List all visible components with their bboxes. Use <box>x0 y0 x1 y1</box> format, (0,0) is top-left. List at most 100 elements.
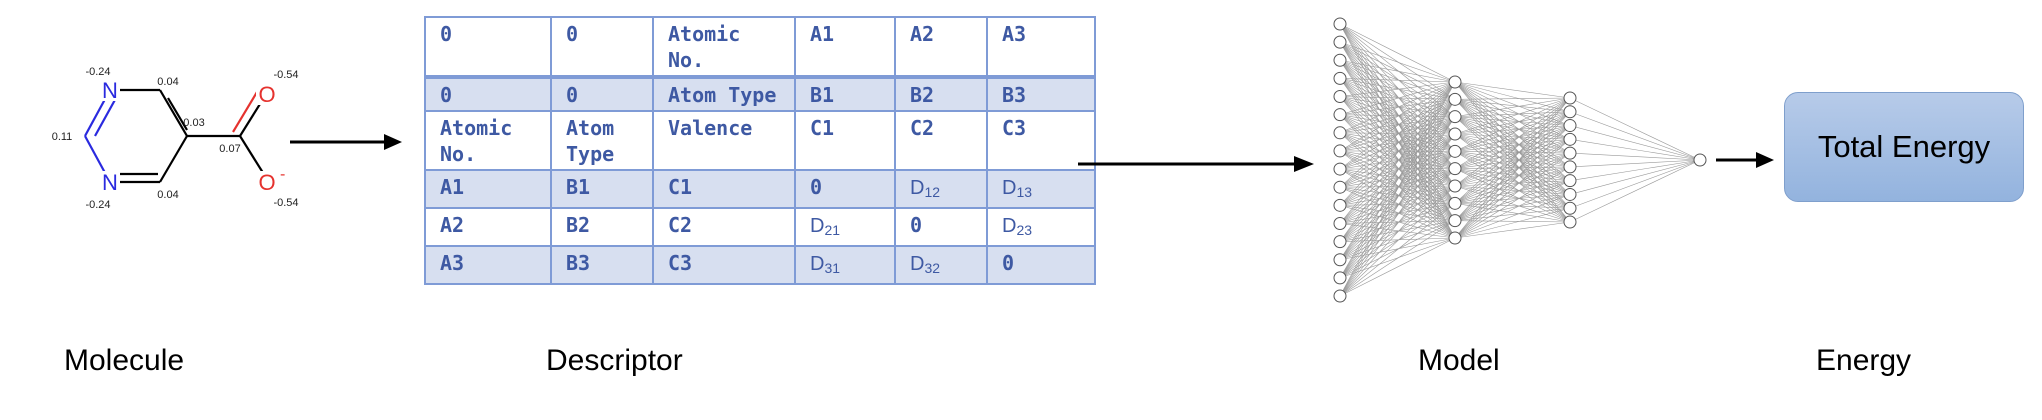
network-edge <box>1339 78 1456 187</box>
charge-c-right: 0.03 <box>183 117 204 129</box>
network-edge <box>1454 166 1571 204</box>
descriptor-cell: A3 <box>424 245 552 285</box>
network-edge <box>1339 114 1456 169</box>
descriptor-cell: C1 <box>794 110 896 171</box>
network-edge <box>1454 125 1571 204</box>
network-edge <box>1454 97 1571 135</box>
network-edge <box>1454 152 1571 221</box>
network-edge <box>1339 132 1456 187</box>
network-node-layer-1 <box>1333 162 1347 176</box>
network-edge <box>1339 150 1456 204</box>
network-edge <box>1339 81 1456 152</box>
network-edge <box>1339 168 1456 297</box>
network-node-layer-2 <box>1448 75 1462 89</box>
network-edge <box>1339 116 1456 297</box>
descriptor-cell: Atom Type <box>652 76 796 112</box>
descriptor-cell: B3 <box>986 76 1096 112</box>
network-node-layer-3 <box>1563 160 1577 174</box>
network-edge <box>1339 99 1456 115</box>
network-node-layer-2 <box>1448 144 1462 158</box>
network-edge <box>1569 159 1701 195</box>
network-edge <box>1339 185 1456 297</box>
network-edge <box>1339 220 1456 279</box>
network-edge <box>1454 180 1571 221</box>
network-edge <box>1339 133 1456 152</box>
charge-n-bottom: -0.24 <box>85 199 110 211</box>
network-edge <box>1454 166 1571 187</box>
network-edge <box>1339 99 1456 134</box>
network-node-layer-3 <box>1563 132 1577 146</box>
network-edge <box>1339 96 1456 169</box>
arrow-molecule-to-descriptor <box>290 134 402 150</box>
bond-n-left-double <box>94 97 117 137</box>
descriptor-cell: 0 <box>986 245 1096 285</box>
network-edge <box>1339 132 1456 239</box>
network-edge <box>1339 96 1456 100</box>
network-edge <box>1339 78 1456 204</box>
descriptor-cell: B2 <box>550 207 654 247</box>
network-edge <box>1569 159 1701 209</box>
network-edge <box>1454 185 1571 209</box>
descriptor-cell: Atom Type <box>550 110 654 171</box>
network-node-layer-1 <box>1333 216 1347 230</box>
network-edge <box>1454 180 1571 204</box>
descriptor-cell: D12 <box>894 169 988 209</box>
descriptor-cell: C1 <box>652 169 796 209</box>
network-edge <box>1454 125 1571 239</box>
descriptor-cell: A2 <box>424 207 552 247</box>
descriptor-cell: B1 <box>550 169 654 209</box>
network-edge <box>1339 220 1456 242</box>
descriptor-cell: A1 <box>794 16 896 79</box>
bond-ring <box>159 89 188 137</box>
network-edge <box>1339 186 1456 239</box>
network-edge <box>1339 168 1456 204</box>
network-edge <box>1339 60 1456 152</box>
descriptor-cell: D32 <box>894 245 988 285</box>
network-edge <box>1339 81 1456 242</box>
network-edge <box>1454 180 1571 187</box>
network-edge <box>1454 152 1571 239</box>
atom-n-bottom: N <box>102 170 118 195</box>
network-edge <box>1339 96 1456 221</box>
charge-n-top: -0.24 <box>85 66 110 78</box>
stage-label-molecule: Molecule <box>64 344 185 377</box>
network-edge <box>1454 111 1571 204</box>
network-edge <box>1339 168 1456 188</box>
network-edge <box>1569 139 1701 161</box>
network-node-layer-2 <box>1448 196 1462 210</box>
network-edge <box>1454 194 1571 204</box>
network-edge <box>1339 220 1456 224</box>
network-edge <box>1454 125 1571 187</box>
network-edge <box>1339 114 1456 135</box>
network-edge <box>1454 221 1571 239</box>
network-edge <box>1339 116 1456 170</box>
bond-co-double-2 <box>232 91 258 133</box>
network-edge <box>1339 23 1456 100</box>
network-edge <box>1339 114 1456 239</box>
network-edge <box>1454 166 1571 239</box>
network-edge <box>1339 23 1456 135</box>
network-edge <box>1339 237 1456 261</box>
network-edge <box>1339 203 1456 224</box>
descriptor-cell: Valence <box>652 110 796 171</box>
network-edge <box>1339 114 1456 117</box>
molecule-structure: N N O O - -0.24 0.04 0.11 0.03 0.07 0.04… <box>52 66 299 211</box>
network-edge <box>1569 97 1701 161</box>
network-edge <box>1339 78 1456 117</box>
descriptor-cell: A3 <box>986 16 1096 79</box>
network-edge <box>1339 81 1456 224</box>
network-node-layer-3 <box>1563 174 1577 188</box>
network-edge <box>1339 151 1456 206</box>
network-edge <box>1339 185 1456 188</box>
network-node-layer-3 <box>1563 201 1577 215</box>
network-edge <box>1339 203 1456 242</box>
network-edge <box>1454 194 1571 221</box>
network-edge <box>1454 185 1571 195</box>
network-connections <box>1339 23 1701 297</box>
atom-n-top: N <box>102 78 118 103</box>
network-edge <box>1339 132 1456 169</box>
network-edge <box>1339 96 1456 187</box>
